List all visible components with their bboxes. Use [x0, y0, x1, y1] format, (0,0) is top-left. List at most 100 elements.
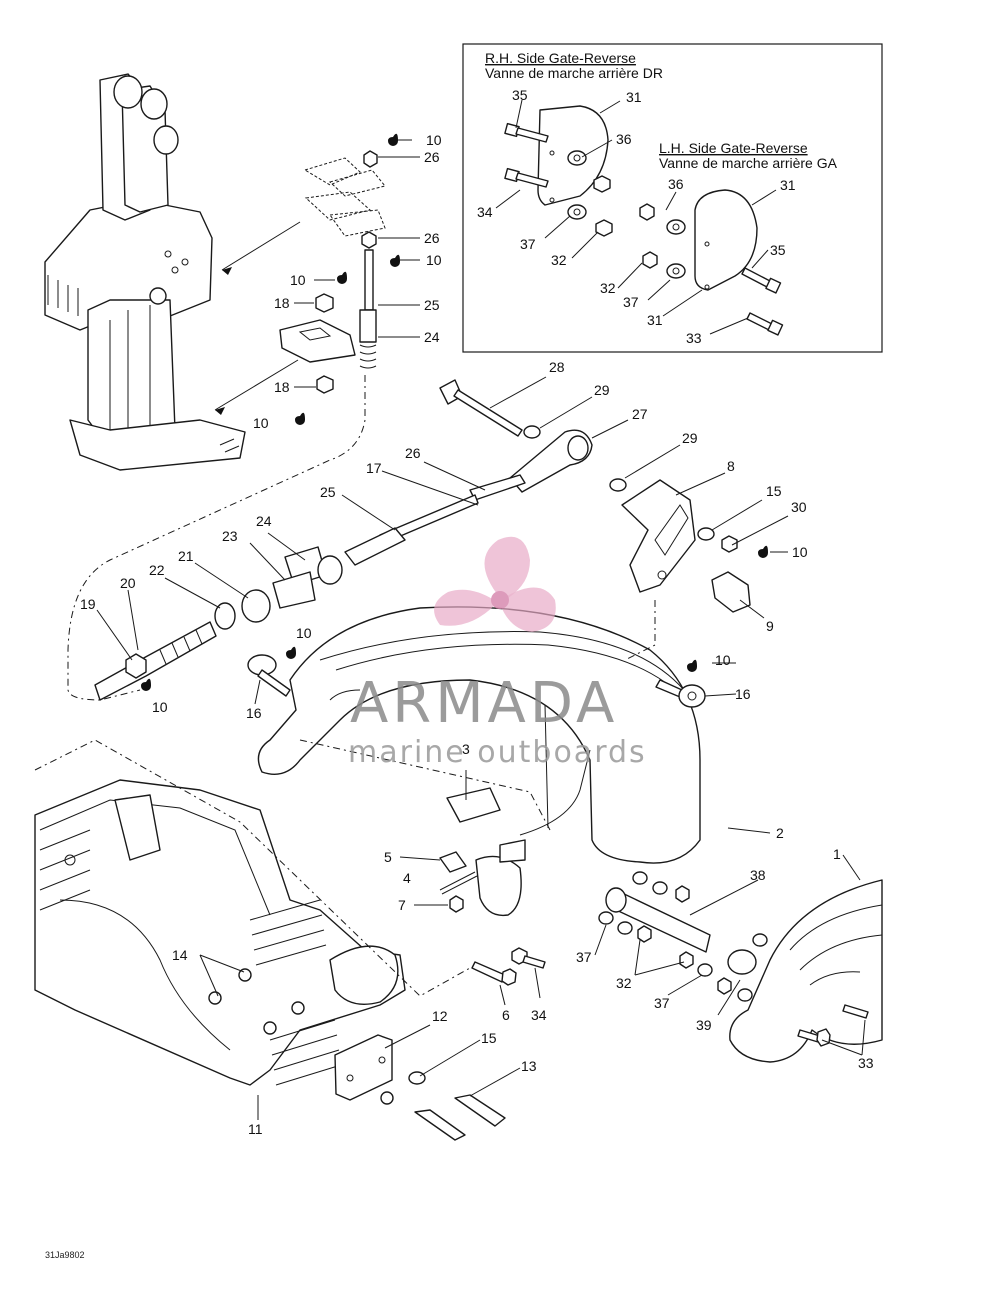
callout-37-d: 37	[654, 995, 670, 1011]
nut-18-bottom	[316, 375, 334, 394]
callout-15-a: 15	[766, 483, 782, 499]
callout-32-rh: 32	[551, 252, 567, 268]
rh-bolt-34	[504, 167, 549, 188]
routing-line-a	[624, 600, 656, 661]
pivot-shaft-38	[598, 871, 768, 1002]
callout-10-a: 10	[426, 132, 442, 148]
callout-12: 12	[432, 1008, 448, 1024]
inset-frame	[462, 43, 883, 353]
rh-washer-36	[567, 150, 587, 166]
gate-clip	[475, 855, 522, 917]
bolt-16-left	[247, 654, 291, 697]
callout-9: 9	[766, 618, 774, 634]
callout-2: 2	[776, 825, 784, 841]
callout-37-lh: 37	[623, 294, 639, 310]
cable-sleeve-24	[359, 309, 377, 343]
callout-35-rh: 35	[512, 87, 528, 103]
gate-1	[729, 879, 883, 1063]
bolt-16-right	[655, 679, 706, 708]
nut-18-top	[315, 293, 334, 313]
rh-inset-title: R.H. Side Gate-Reverse	[485, 50, 636, 66]
callout-31-lh: 31	[780, 177, 796, 193]
callout-numbers: 35 31 36 34 37 32 36 31 35 32 37 31 33 1…	[80, 87, 874, 1137]
cable-end-rod-25	[364, 249, 374, 311]
leader-lines	[96, 139, 866, 1120]
bolt-14-b	[208, 991, 222, 1005]
lh-bolt-33	[746, 312, 784, 336]
arrow-to-housing-upper	[221, 221, 301, 271]
callout-34-c: 34	[531, 1007, 547, 1023]
callout-30: 30	[791, 499, 807, 515]
bracket-plate	[279, 319, 356, 363]
callout-33-lh: 33	[686, 330, 702, 346]
callout-26-b: 26	[424, 230, 440, 246]
rh-bolt-35	[504, 122, 549, 143]
nut-30	[721, 535, 738, 553]
callout-7: 7	[398, 897, 406, 913]
arrow-to-housing-lower	[214, 359, 299, 411]
callout-32-lh: 32	[600, 280, 616, 296]
callout-19: 19	[80, 596, 96, 612]
washer-15-lower	[408, 1071, 426, 1085]
bolt-28-shank	[453, 389, 523, 437]
lh-inset-subtitle: Vanne de marche arrière GA	[659, 155, 838, 171]
callout-16-b: 16	[735, 686, 751, 702]
callout-28: 28	[549, 359, 565, 375]
rh-nut-upper	[593, 175, 611, 193]
rivet-13-b	[414, 1109, 466, 1141]
washer-37-a	[598, 911, 614, 925]
washer-37-b	[697, 963, 713, 977]
bolt-9	[711, 571, 751, 613]
washer-22	[214, 602, 236, 630]
cable-sleeve-25	[344, 527, 406, 566]
callout-18-a: 18	[274, 295, 290, 311]
callout-26-a: 26	[424, 149, 440, 165]
propeller-logo	[434, 536, 556, 632]
callout-38: 38	[750, 867, 766, 883]
callout-35-lh: 35	[770, 242, 786, 258]
rh-washer-37	[567, 204, 587, 220]
callout-36-rh: 36	[616, 131, 632, 147]
lh-washer-36	[666, 219, 686, 235]
callout-1: 1	[833, 846, 841, 862]
callout-29-a: 29	[594, 382, 610, 398]
ring-21	[241, 589, 271, 623]
washer-15-top	[697, 527, 715, 541]
spring-4	[439, 871, 478, 895]
callout-6: 6	[502, 1007, 510, 1023]
callout-20: 20	[120, 575, 136, 591]
callout-10-f: 10	[152, 699, 168, 715]
bushing-23	[272, 571, 316, 609]
callout-8: 8	[727, 458, 735, 474]
sealant-drop-icon	[390, 254, 400, 267]
lower-housing-11	[34, 779, 406, 1086]
shift-cable-assembly	[94, 379, 627, 701]
nut-32-a	[637, 925, 652, 943]
watermark-tagline: marine outboards	[348, 735, 647, 770]
callout-16-a: 16	[246, 705, 262, 721]
callout-10-d: 10	[253, 415, 269, 431]
callout-37-c: 37	[576, 949, 592, 965]
shift-lever-housing	[44, 73, 246, 471]
rivet-13-a	[454, 1094, 506, 1127]
rh-gate-hole-low	[549, 197, 555, 203]
callout-32-c: 32	[616, 975, 632, 991]
lh-nut-upper	[639, 203, 655, 221]
callout-27: 27	[632, 406, 648, 422]
upper-linkage	[67, 150, 386, 701]
callout-10-h: 10	[715, 652, 731, 668]
lh-bolt-35	[741, 267, 782, 294]
clip-3	[446, 787, 501, 823]
plate-12	[334, 1034, 506, 1141]
bolt-34-lower	[511, 947, 546, 969]
callout-10-b: 10	[426, 252, 442, 268]
callout-4: 4	[403, 870, 411, 886]
rh-nut-32	[595, 219, 613, 237]
cable-nut-26	[469, 474, 526, 501]
callout-25-b: 25	[320, 484, 336, 500]
nut-32-b	[679, 951, 694, 969]
callout-29-b: 29	[682, 430, 698, 446]
callout-23: 23	[222, 528, 238, 544]
bolt-6	[471, 961, 517, 986]
